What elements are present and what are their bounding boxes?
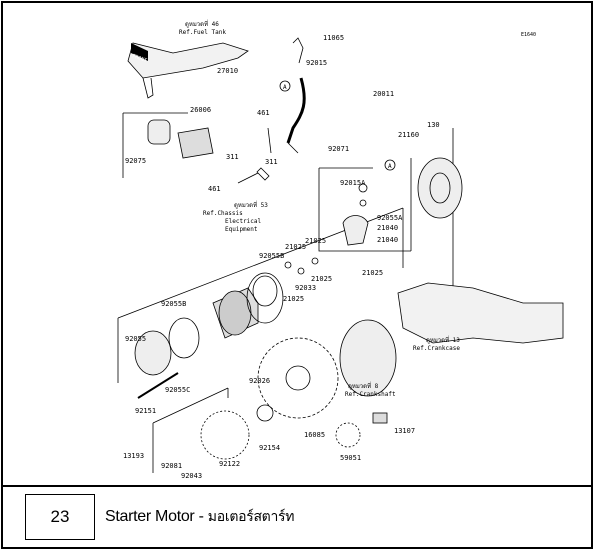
ref-chassis-th: ดูหมวดที่ 53 (234, 201, 268, 209)
ref-fuel-tank: Ref.Fuel Tank (179, 29, 226, 36)
ref-chassis-1: Ref.Chassis (203, 210, 243, 217)
part-label: 461 (208, 185, 221, 193)
part-label: 21025 (283, 295, 304, 303)
part-label: 16085 (304, 431, 325, 439)
part-label: 92015 (306, 59, 327, 67)
callout-a: A (388, 163, 392, 170)
part-label: 26006 (190, 106, 211, 114)
section-title: Starter Motor - มอเตอร์สตาร์ท (105, 494, 294, 540)
ref-fuel-tank-th: ดูหมวดที่ 46 (185, 20, 219, 28)
ref-chassis-3: Equipment (225, 226, 258, 233)
section-number: 23 (25, 494, 95, 540)
part-label: 92081 (161, 462, 182, 470)
part-label: 92154 (259, 444, 280, 452)
callout-a: A (283, 84, 287, 91)
title-separator: - (194, 508, 208, 525)
part-label: 92055A (377, 214, 403, 222)
part-label: 21025 (362, 269, 383, 277)
part-label: 59051 (340, 454, 361, 462)
title-thai: มอเตอร์สตาร์ท (207, 509, 295, 525)
front-label: FRONT (131, 53, 147, 64)
ref-crankcase-th: ดูหมวดที่ 13 (426, 336, 460, 344)
part-label: 92055C (165, 386, 190, 394)
ref-crankshaft-th: ดูหมวดที่ 8 (348, 382, 379, 390)
part-label: 92075 (125, 157, 146, 165)
part-label: 92071 (328, 145, 349, 153)
title-english: Starter Motor (105, 508, 195, 525)
part-label: 461 (257, 109, 270, 117)
part-label: 13193 (123, 452, 144, 460)
part-label: 92055 (125, 335, 146, 343)
ref-crankshaft: Ref.Crankshaft (345, 391, 396, 398)
divider (3, 485, 591, 487)
part-label: 21040 (377, 236, 398, 244)
front-arrow-icon: FRONT (131, 43, 148, 64)
part-label: 92055B (161, 300, 186, 308)
caption-bar: 23 Starter Motor - มอเตอร์สตาร์ท (3, 487, 591, 547)
part-label: 20011 (373, 90, 394, 98)
part-label: 311 (226, 153, 239, 161)
ref-chassis-2: Electrical (225, 218, 262, 225)
part-label: 92043 (181, 472, 202, 480)
part-label: 21040 (377, 224, 398, 232)
part-label: 92026 (249, 377, 270, 385)
part-label: 21025 (305, 237, 326, 245)
part-label: 130 (427, 121, 440, 129)
part-label: 311 (265, 158, 278, 166)
diagram-code: E1640 (521, 32, 536, 38)
diagram-svg: 11065 27010 92015 26006 461 311 20011 13… (117, 20, 564, 480)
part-label: 21025 (285, 243, 306, 251)
part-label: 92033 (295, 284, 316, 292)
part-label: 21160 (398, 131, 419, 139)
part-label: 92055B (259, 252, 284, 260)
part-label: 27010 (217, 67, 238, 75)
part-label: 11065 (323, 34, 344, 42)
exploded-parts-diagram: 11065 27010 92015 26006 461 311 20011 13… (3, 3, 591, 485)
part-label: 13107 (394, 427, 415, 435)
part-label: 92122 (219, 460, 240, 468)
part-label: 92151 (135, 407, 156, 415)
ref-crankcase: Ref.Crankcase (413, 345, 460, 352)
part-label: 21025 (311, 275, 332, 283)
part-label: 92015A (340, 179, 366, 187)
